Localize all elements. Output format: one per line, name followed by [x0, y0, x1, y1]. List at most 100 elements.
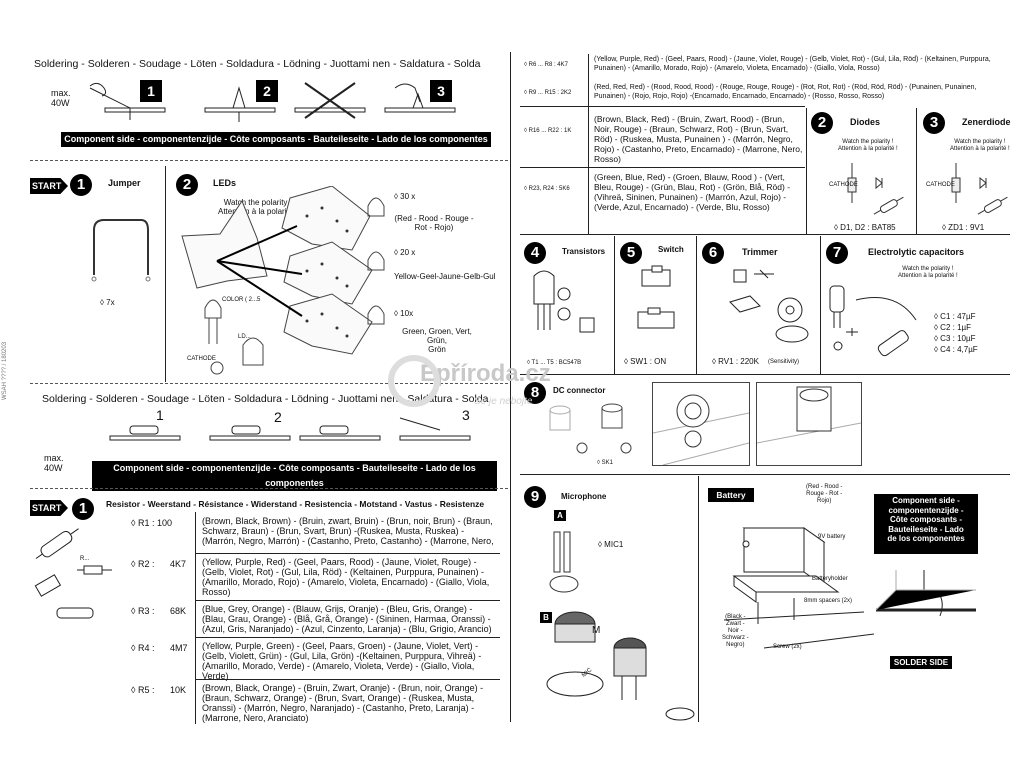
vertical-divider — [165, 166, 166, 382]
transistor-title: Transistors — [562, 247, 606, 256]
solder-side-label: SOLDER SIDE — [890, 656, 952, 669]
divider — [30, 383, 508, 384]
led-step-number: 2 — [176, 174, 198, 196]
component-side-banner-middle: Component side - componentenzijde - Côte… — [92, 461, 497, 491]
zener-step-number: 3 — [923, 112, 945, 134]
dc-photo-2 — [756, 382, 862, 466]
led-detail-illustration — [204, 299, 264, 375]
resistor-id: ◊ R3 : — [131, 606, 155, 616]
resistor-value: 4M7 — [170, 643, 188, 653]
capacitor-part: ◊ C2 : 1µF — [934, 323, 972, 332]
zener-cathode-label: CATHODE — [926, 182, 955, 188]
microphone-step-number: 9 — [524, 486, 546, 508]
step-num-middle-3: 3 — [462, 407, 470, 423]
electrolytic-step-number: 7 — [826, 242, 848, 264]
vertical-divider — [696, 236, 697, 374]
resistor-color-code: (Yellow, Purple, Green) - (Geel, Paars, … — [202, 641, 482, 681]
main-vertical-divider — [510, 52, 511, 722]
divider — [196, 553, 500, 554]
vertical-divider — [916, 108, 917, 234]
start-arrow: START — [30, 178, 68, 194]
resistor-id: ◊ R4 : — [131, 643, 155, 653]
resistor-id: ◊ R1 : 100 — [131, 518, 172, 528]
dc-step-number: 8 — [524, 382, 546, 404]
resistor-color-code: (Blue, Grey, Orange) - (Blauw, Grijs, Or… — [202, 604, 492, 634]
led-red-colors: (Red - Rood - Rouge - Rot - Rojo) — [394, 214, 474, 232]
max-label: max. — [51, 88, 71, 98]
max-label-middle: max. — [44, 453, 64, 463]
soldering-header-top: Soldering - Solderen - Soudage - Löten -… — [34, 58, 481, 70]
electrolytic-polarity-note: Watch the polarity ! Attention à la pola… — [898, 266, 958, 279]
battery-component-side-banner: Component side - componentenzijde - Côte… — [874, 494, 978, 554]
watt-label-middle: 40W — [44, 463, 63, 473]
watermark-logo — [388, 355, 440, 407]
transistor-illustration — [533, 270, 595, 333]
step-badge-3: 3 — [430, 80, 452, 102]
watermark-tagline: Se je nebojte — [474, 396, 533, 407]
transistor-step-number: 4 — [524, 242, 546, 264]
led-cathode-label: CATHODE — [187, 356, 216, 362]
zener-polarity-note: Watch the polarity ! Attention à la pola… — [950, 139, 1010, 152]
switch-parts: ◊ SW1 : ON — [624, 357, 667, 366]
dc-title: DC connector — [553, 386, 606, 395]
divider — [520, 167, 805, 168]
battery-title: Battery — [708, 488, 754, 502]
vertical-divider — [195, 512, 196, 724]
vertical-divider — [806, 108, 807, 234]
electrolytic-title: Electrolytic capacitors — [868, 247, 965, 257]
resistor-color-code: (Red, Red, Red) - (Rood, Rood, Rood) - (… — [594, 84, 977, 100]
step-badge-1: 1 — [140, 80, 162, 102]
diode-polarity-note: Watch the polarity ! Attention à la pola… — [838, 139, 898, 152]
resistor-value: 68K — [170, 606, 187, 616]
vertical-divider — [820, 236, 821, 374]
microphone-label-b: B — [540, 612, 552, 623]
battery-assembly-illustration — [724, 527, 875, 649]
led-star-diagrams — [181, 186, 373, 355]
soldering-header-middle: Soldering - Solderen - Soudage - Löten -… — [42, 393, 489, 405]
capacitor-part: ◊ C3 : 10µF — [934, 334, 976, 343]
resistor-value: 4K7 — [170, 559, 187, 569]
resistor-symbol-label: R... — [80, 556, 90, 562]
led-yellow-colors: Yellow-Geel-Jaune-Gelb-Gul — [394, 272, 496, 281]
zener-parts: ◊ ZD1 : 9V1 — [942, 223, 985, 232]
resistor-color-code: (Brown, Black, Red) - (Bruin, Zwart, Roo… — [594, 114, 803, 164]
battery-red-wire-label: (Red - Rood - Rouge - Rot - Rojo) — [806, 484, 843, 504]
jumper-qty: ◊ 7x — [100, 298, 115, 307]
jumper-step-number: 1 — [70, 174, 92, 196]
battery-screw-label: Screw (2x) — [773, 644, 802, 650]
divider — [196, 637, 500, 638]
resistor-step-number: 1 — [72, 498, 94, 520]
dc-photo-1 — [652, 382, 750, 466]
led-component-icons — [367, 197, 385, 325]
vertical-divider — [588, 54, 589, 234]
soldering-illustrations-top — [89, 82, 456, 122]
capacitor-part: ◊ C4 : 4,7µF — [934, 345, 978, 354]
resistor-title: Resistor - Weerstand - Résistance - Wide… — [106, 499, 485, 509]
resistor-id: ◊ R2 : — [131, 559, 155, 569]
divider — [196, 600, 500, 601]
divider — [520, 106, 805, 107]
resistor-color-code: (Yellow, Purple, Red) - (Geel, Paars, Ro… — [202, 557, 490, 597]
watt-label: 40W — [51, 98, 70, 108]
led-ld-label: LD... — [238, 334, 251, 340]
trimmer-step-number: 6 — [702, 242, 724, 264]
diode-step-number: 2 — [811, 112, 833, 134]
side-code: WSAH ???? / 180203 — [2, 341, 8, 400]
diode-cathode-label: CATHODE — [829, 182, 858, 188]
diode-illustration — [847, 163, 904, 215]
microphone-mount-illustration — [546, 611, 695, 721]
divider — [520, 374, 1010, 375]
microphone-pins-illustration — [549, 531, 579, 593]
trimmer-parts: ◊ RV1 : 220K — [712, 357, 759, 366]
switch-title: Switch — [658, 245, 684, 254]
battery-holder-label: Batteryholder — [812, 576, 848, 582]
microphone-m-label: M — [592, 625, 601, 636]
transistor-parts: ◊ T1 ... T5 : BC547B — [527, 360, 582, 366]
vertical-divider — [698, 476, 699, 722]
divider — [520, 474, 1010, 475]
led-green-colors: Green, Groen, Vert, Grün, Grön — [402, 327, 472, 354]
resistor-color-code: (Green, Blue, Red) - (Groen, Blauw, Rood… — [594, 172, 791, 212]
start-arrow-resistors: START — [30, 500, 68, 516]
divider — [30, 488, 508, 489]
trimmer-title: Trimmer — [742, 247, 778, 257]
